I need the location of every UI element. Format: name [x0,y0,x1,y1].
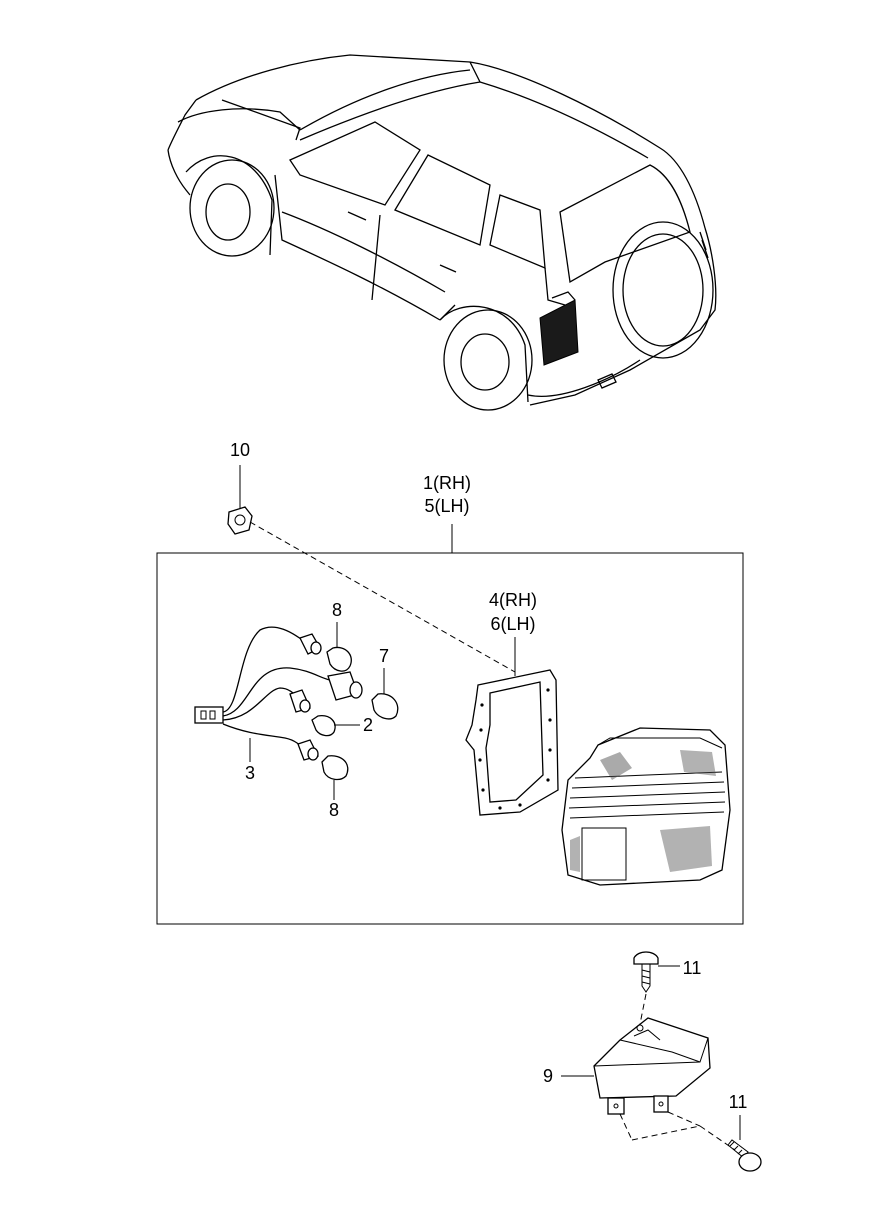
callout-3: 3 [245,763,255,783]
callout-10: 10 [230,440,250,460]
rear-combination-lamp [561,727,731,886]
bulb-7 [371,693,399,720]
callout-8-upper: 8 [332,600,342,620]
vehicle-illustration [167,54,717,411]
callout-8-lower: 8 [329,800,339,820]
callout-7: 7 [379,646,389,666]
wiring-harness [194,622,399,800]
callout-2: 2 [363,715,373,735]
clip-nut-part [227,465,516,673]
callout-9: 9 [543,1066,553,1086]
bulb-8-upper [326,646,352,672]
bracket-assembly [561,951,762,1172]
highlighted-tail-lamp [539,299,579,366]
fastener-dashed-path [249,521,516,673]
assembly-box [156,552,744,925]
callout-1-rh: 1(RH) [423,473,471,493]
bulb-8-lower [321,755,349,781]
callout-11-upper: 11 [683,958,702,978]
bulb-2 [311,715,336,737]
lamp-gasket [465,637,559,816]
callout-5-lh: 5(LH) [424,496,469,516]
callout-6-lh: 6(LH) [490,614,535,634]
callout-11-lower: 11 [729,1092,748,1112]
callout-4-rh: 4(RH) [489,590,537,610]
